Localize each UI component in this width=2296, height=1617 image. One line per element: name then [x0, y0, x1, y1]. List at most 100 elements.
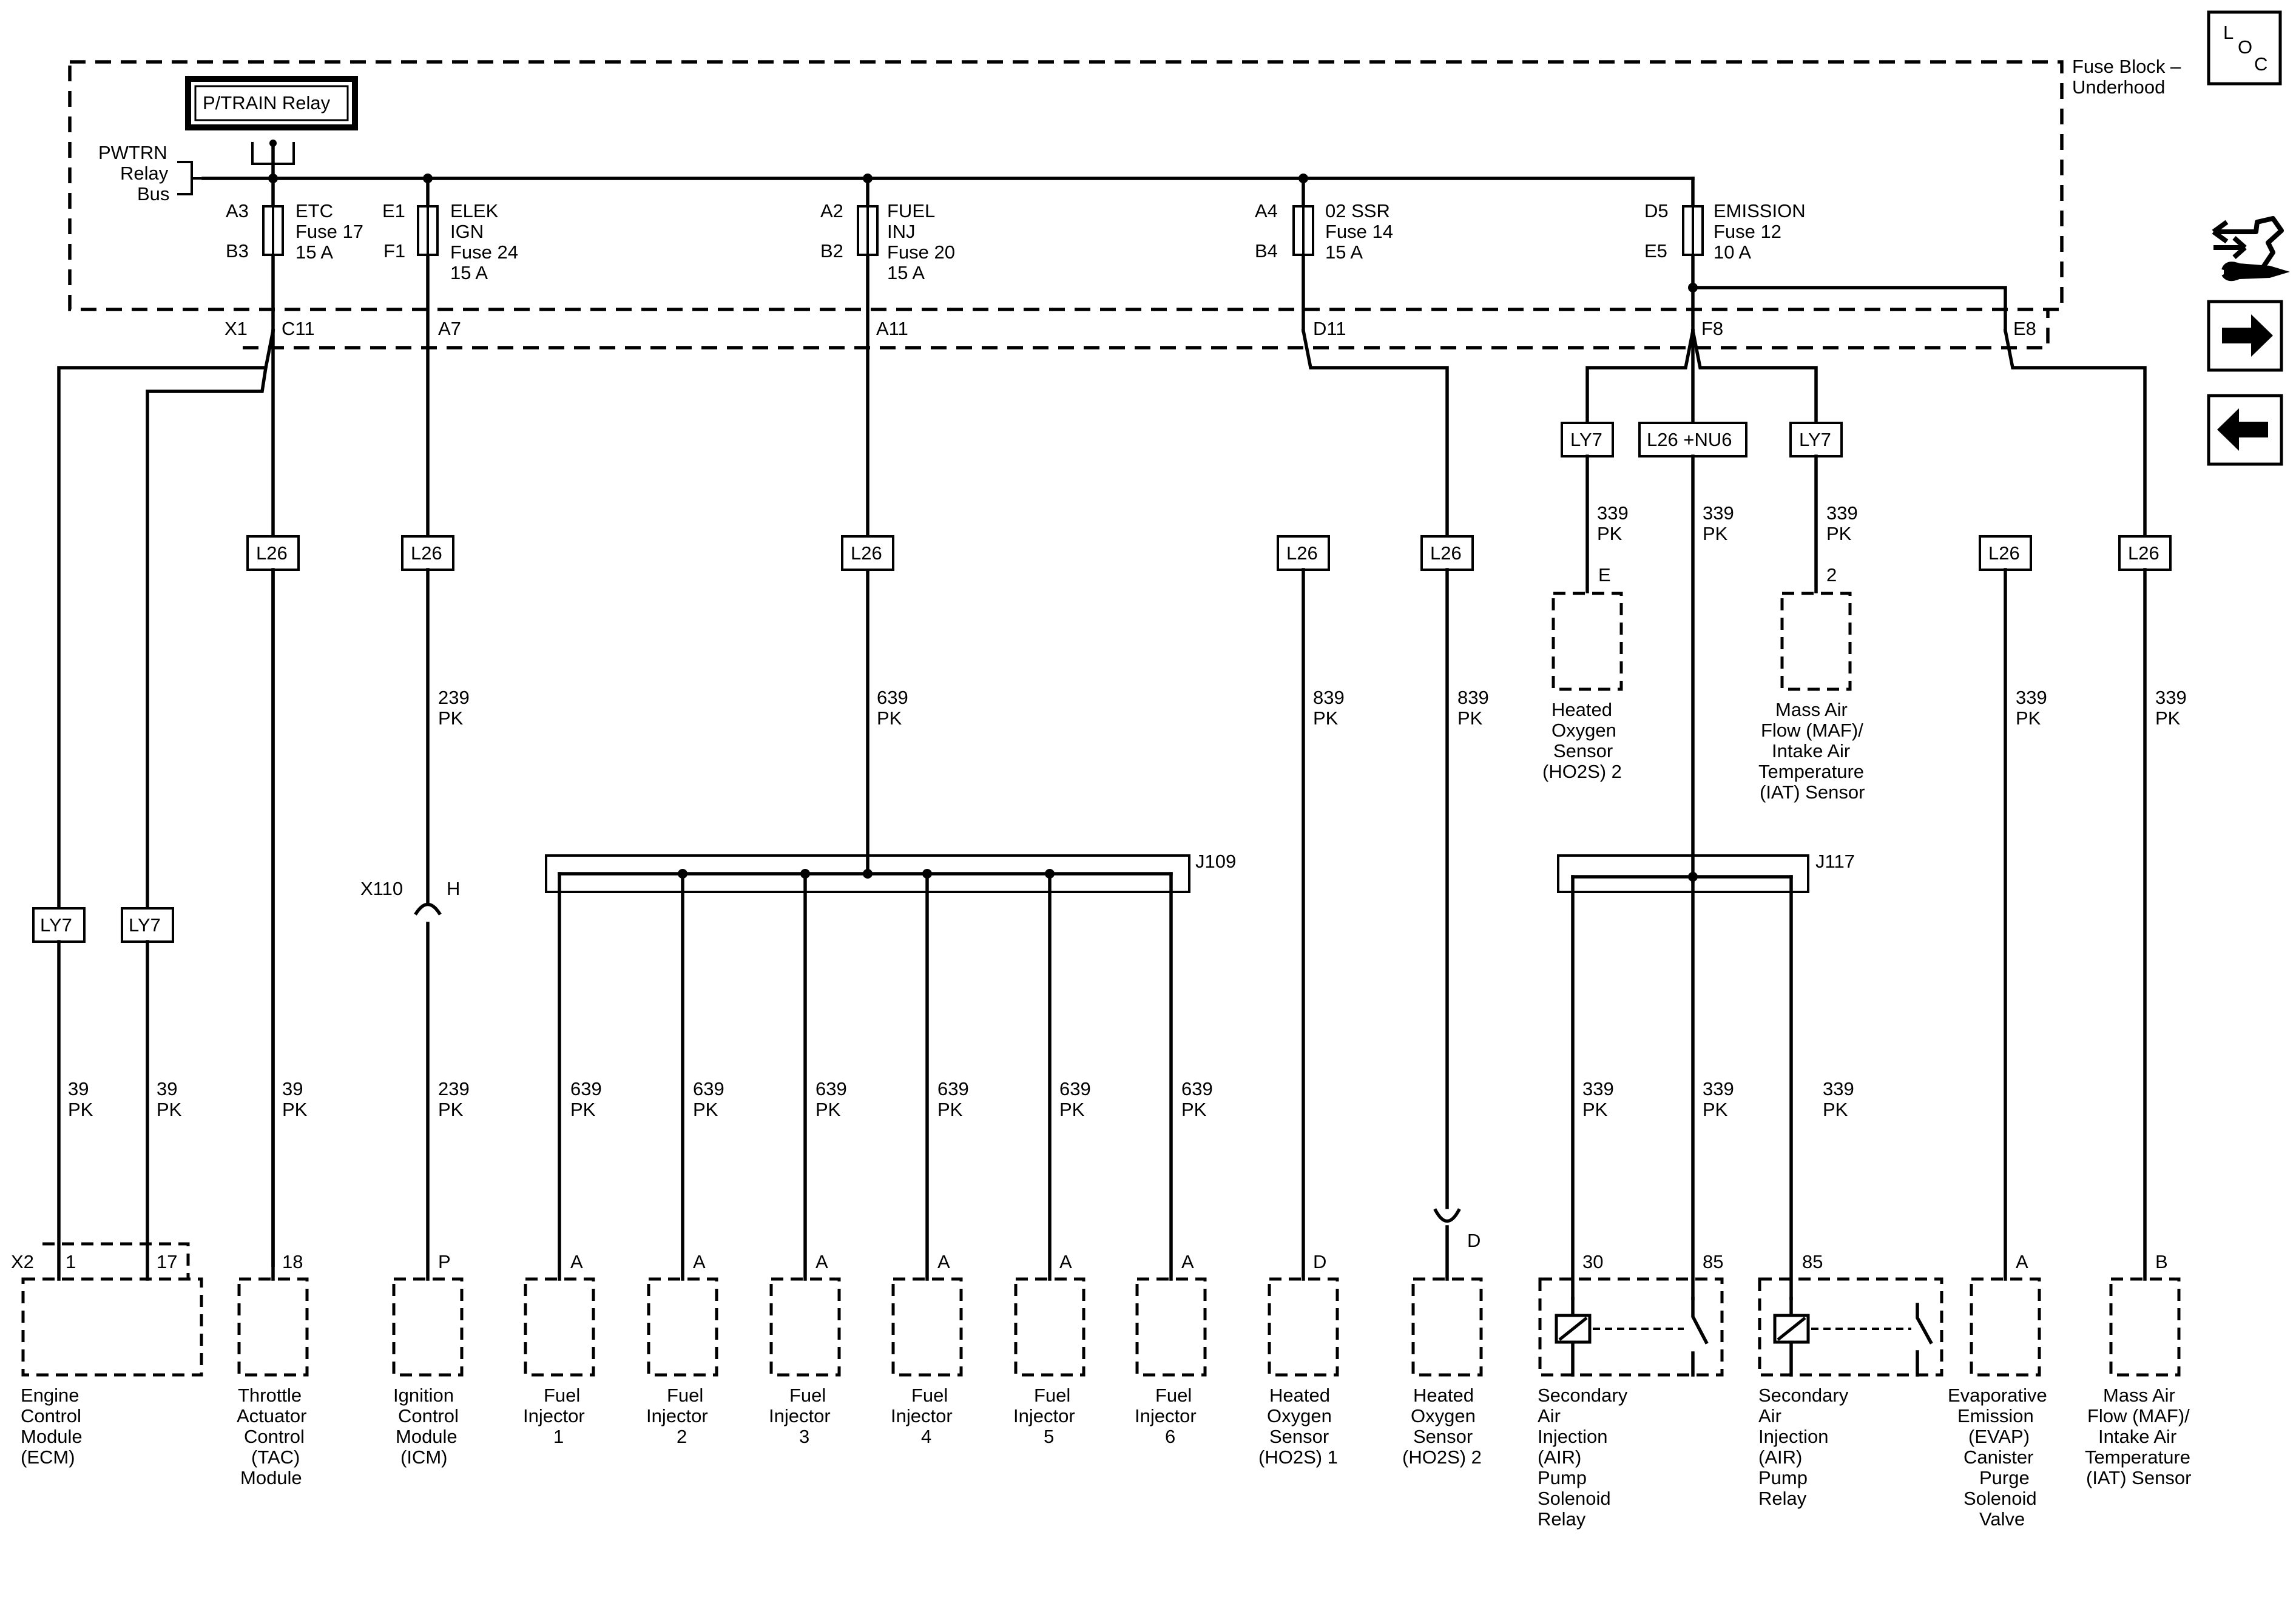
label-airpump-4: (AIR): [1758, 1447, 1802, 1468]
wire-839-ho2s1: 839: [1313, 687, 1345, 708]
label-airpump-6: Relay: [1758, 1488, 1807, 1509]
fuse-fuel-inj: A2 B2 FUEL INJ Fuse 20 15 A: [820, 177, 955, 876]
label-mafbot-1: Mass Air: [2103, 1385, 2175, 1406]
wire-339-maf-bottom: 339: [2155, 687, 2187, 708]
wire-339-air: 339: [1703, 502, 1734, 524]
label-icm-1: Ignition: [393, 1385, 454, 1406]
loc-icon[interactable]: L O C: [2207, 10, 2282, 86]
loc-c: C: [2254, 53, 2267, 75]
ho2s2-top-component: Heated Oxygen Sensor (HO2S) 2: [1542, 592, 1623, 782]
wire-pk-b: PK: [157, 1099, 182, 1120]
connector-boundary: [243, 309, 2050, 349]
ho2s2-bottom-component: Heated Oxygen Sensor (HO2S) 2: [1402, 1277, 1483, 1468]
wire-pk-inj3: PK: [815, 1099, 841, 1120]
pwtrn-relay-bus: PWTRN Relay Bus: [98, 142, 1695, 204]
label-inj2-3: 2: [677, 1426, 687, 1447]
label-airpump-5: Pump: [1758, 1467, 1808, 1488]
inline-connector-d: D: [1467, 1230, 1481, 1251]
wire-639-inj3: 639: [815, 1078, 847, 1099]
label-mafbot-5: (IAT) Sensor: [2086, 1467, 2191, 1488]
label-ho2s1-4: (HO2S) 1: [1258, 1447, 1338, 1468]
label-inj6-3: 6: [1165, 1426, 1175, 1447]
wrench-arrows-icon[interactable]: [2212, 216, 2290, 282]
label-evap-1: Evaporative: [1948, 1385, 2047, 1406]
label-airpump-1: Secondary: [1758, 1385, 1849, 1406]
fuse-elek-pin-in: E1: [382, 200, 405, 221]
wire-339-maf: 339: [1826, 502, 1858, 524]
fuel-injector-3: Fuel Injector 3: [769, 1277, 841, 1447]
wire-pk-evap: PK: [2016, 707, 2041, 729]
fuse-etc-number: Fuse 17: [295, 221, 363, 242]
label-ho2s1-3: Sensor: [1269, 1426, 1329, 1447]
label-airsol-3: Injection: [1538, 1426, 1607, 1447]
connector-a7: A7: [438, 318, 461, 339]
fuse-etc-name: ETC: [295, 200, 333, 221]
wire-pk-j117-b: PK: [1703, 1099, 1728, 1120]
splice-j117: [1557, 854, 1809, 893]
pin-evap-a: A: [2016, 1251, 2028, 1272]
circuit-39-ecm-tac: LY7 LY7 39 PK 39 PK L26 39 PK: [32, 328, 308, 1281]
label-airpump-2: Air: [1758, 1405, 1781, 1426]
fuse-fuel-name-1: FUEL: [887, 200, 935, 221]
bus-label-2: Relay: [120, 163, 169, 184]
label-tac-4: (TAC): [251, 1447, 300, 1468]
label-inj3-1: Fuel: [789, 1385, 826, 1406]
pin-ho2s1-d: D: [1313, 1251, 1326, 1272]
label-tac-1: Throttle: [238, 1385, 302, 1406]
label-airpump-3: Injection: [1758, 1426, 1828, 1447]
label-tac-5: Module: [240, 1467, 302, 1488]
label-airsol-2: Air: [1538, 1405, 1561, 1426]
wire-pk-icm-top: PK: [438, 707, 464, 729]
label-inj1-3: 1: [553, 1426, 564, 1447]
label-icm-2: Control: [398, 1405, 459, 1426]
label-maftop-4: Temperature: [1758, 761, 1864, 782]
connector-x1: X1: [225, 318, 248, 339]
fuel-injector-5: Fuel Injector 5: [1013, 1277, 1086, 1447]
circuit-639-fuel-injectors: L26 639 PK J109 639 PK 639 PK 639 PK 639…: [545, 535, 1236, 1281]
fuse-elek-rating: 15 A: [450, 262, 488, 283]
connector-a11: A11: [876, 318, 908, 339]
pin-icm-p: P: [438, 1251, 451, 1272]
fuse-fuel-pin-out: B2: [820, 240, 843, 262]
fuse-ssr-pin-out: B4: [1255, 240, 1278, 262]
tag-l26-fuel: L26: [851, 542, 882, 564]
wire-639-inj2: 639: [693, 1078, 724, 1099]
connector-x110: X110: [360, 878, 403, 899]
wire-pk-inj6: PK: [1181, 1099, 1207, 1120]
pin-inj3-a: A: [815, 1251, 828, 1272]
fuse-etc: A3 B3 ETC Fuse 17 15 A: [226, 177, 363, 333]
previous-page-arrow-icon[interactable]: [2207, 394, 2283, 466]
label-ho2s2t-4: (HO2S) 2: [1542, 761, 1622, 782]
label-evap-6: Solenoid: [1963, 1488, 2037, 1509]
label-ho2s1-1: Heated: [1269, 1385, 1330, 1406]
label-evap-4: Canister: [1963, 1447, 2033, 1468]
wire-pk-ho2s2-top: PK: [1597, 523, 1622, 544]
circuit-239-icm: L26 239 PK X110 H 239 PK: [360, 535, 470, 1281]
loc-l: L: [2223, 22, 2234, 43]
pin-inj1-a: A: [570, 1251, 583, 1272]
label-inj5-1: Fuel: [1034, 1385, 1070, 1406]
label-ecm-1: Engine: [21, 1385, 79, 1406]
label-airsol-1: Secondary: [1538, 1385, 1628, 1406]
label-ho2s2b-3: Sensor: [1413, 1426, 1473, 1447]
wire-pk-j117-c: PK: [1823, 1099, 1848, 1120]
tag-ly7-maf: LY7: [1799, 429, 1831, 450]
wire-pk-c: PK: [282, 1099, 308, 1120]
wire-39-a: 39: [68, 1078, 89, 1099]
next-page-arrow-icon[interactable]: [2207, 300, 2283, 372]
fuse-ssr-rating: 15 A: [1325, 241, 1363, 263]
fuse-etc-pin-out: B3: [226, 240, 249, 262]
label-inj4-2: Injector: [891, 1405, 953, 1426]
evap-component: Evaporative Emission (EVAP) Canister Pur…: [1948, 1277, 2047, 1530]
pin-inj5-a: A: [1059, 1251, 1072, 1272]
label-inj1-1: Fuel: [544, 1385, 580, 1406]
fuse-ssr-pin-in: A4: [1255, 200, 1278, 221]
pin-tac-18: 18: [282, 1251, 303, 1272]
wire-pk-maf-bottom: PK: [2155, 707, 2181, 729]
fuse-etc-rating: 15 A: [295, 241, 333, 263]
wire-339-j117-b: 339: [1703, 1078, 1734, 1099]
fuse-fuel-number: Fuse 20: [887, 241, 955, 263]
wire-639-inj4: 639: [937, 1078, 969, 1099]
ho2s1-component: Heated Oxygen Sensor (HO2S) 1: [1258, 1277, 1339, 1468]
